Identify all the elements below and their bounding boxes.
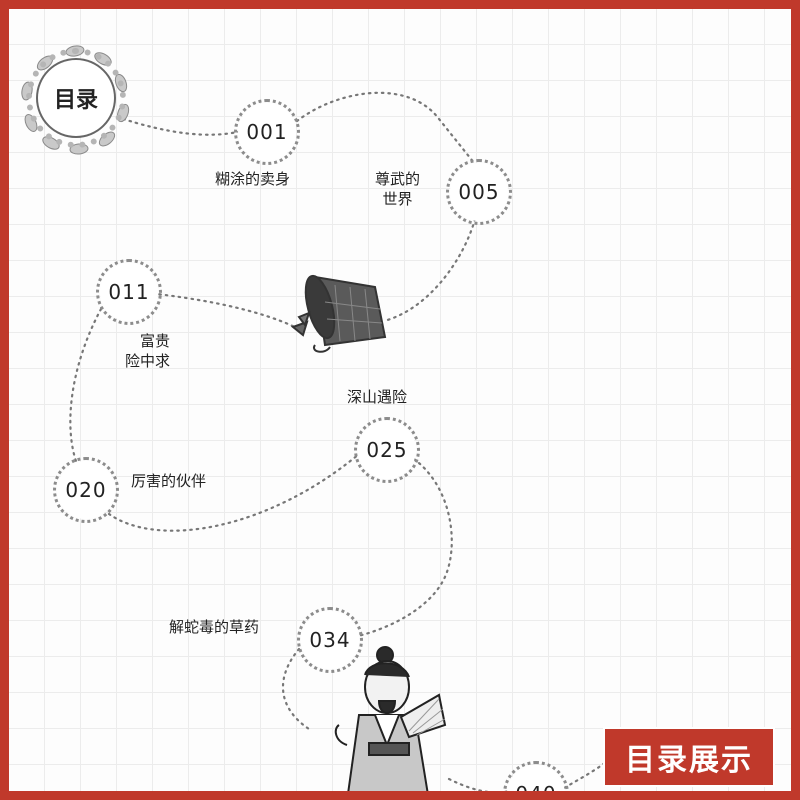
chapter-title-001[interactable]: 糊涂的卖身 <box>215 170 291 188</box>
chapter-badge-040[interactable]: 040 <box>503 761 569 791</box>
chapter-badge-020[interactable]: 020 <box>53 457 119 523</box>
chapter-badge-011[interactable]: 011 <box>96 259 162 325</box>
chapter-title-005[interactable]: 尊武的 世界 <box>375 170 421 208</box>
toc-title-badge: 目录 <box>26 48 126 148</box>
basket-illustration <box>290 274 387 353</box>
chapter-title-020[interactable]: 厉害的伙伴 <box>131 472 207 490</box>
chapter-title-034[interactable]: 解蛇毒的草药 <box>169 618 260 636</box>
chapter-badge-001[interactable]: 001 <box>234 99 300 165</box>
chapter-badge-005[interactable]: 005 <box>446 159 512 225</box>
chapter-badge-025[interactable]: 025 <box>354 417 420 483</box>
chapter-title-011[interactable]: 富贵 险中求 <box>125 332 171 370</box>
dotted-route-path <box>69 91 611 791</box>
toc-display-label: 目录展示 <box>603 727 775 787</box>
chapter-badge-034[interactable]: 034 <box>297 607 363 673</box>
scholar-illustration <box>334 646 447 791</box>
chapter-title-025[interactable]: 深山遇险 <box>347 388 408 406</box>
